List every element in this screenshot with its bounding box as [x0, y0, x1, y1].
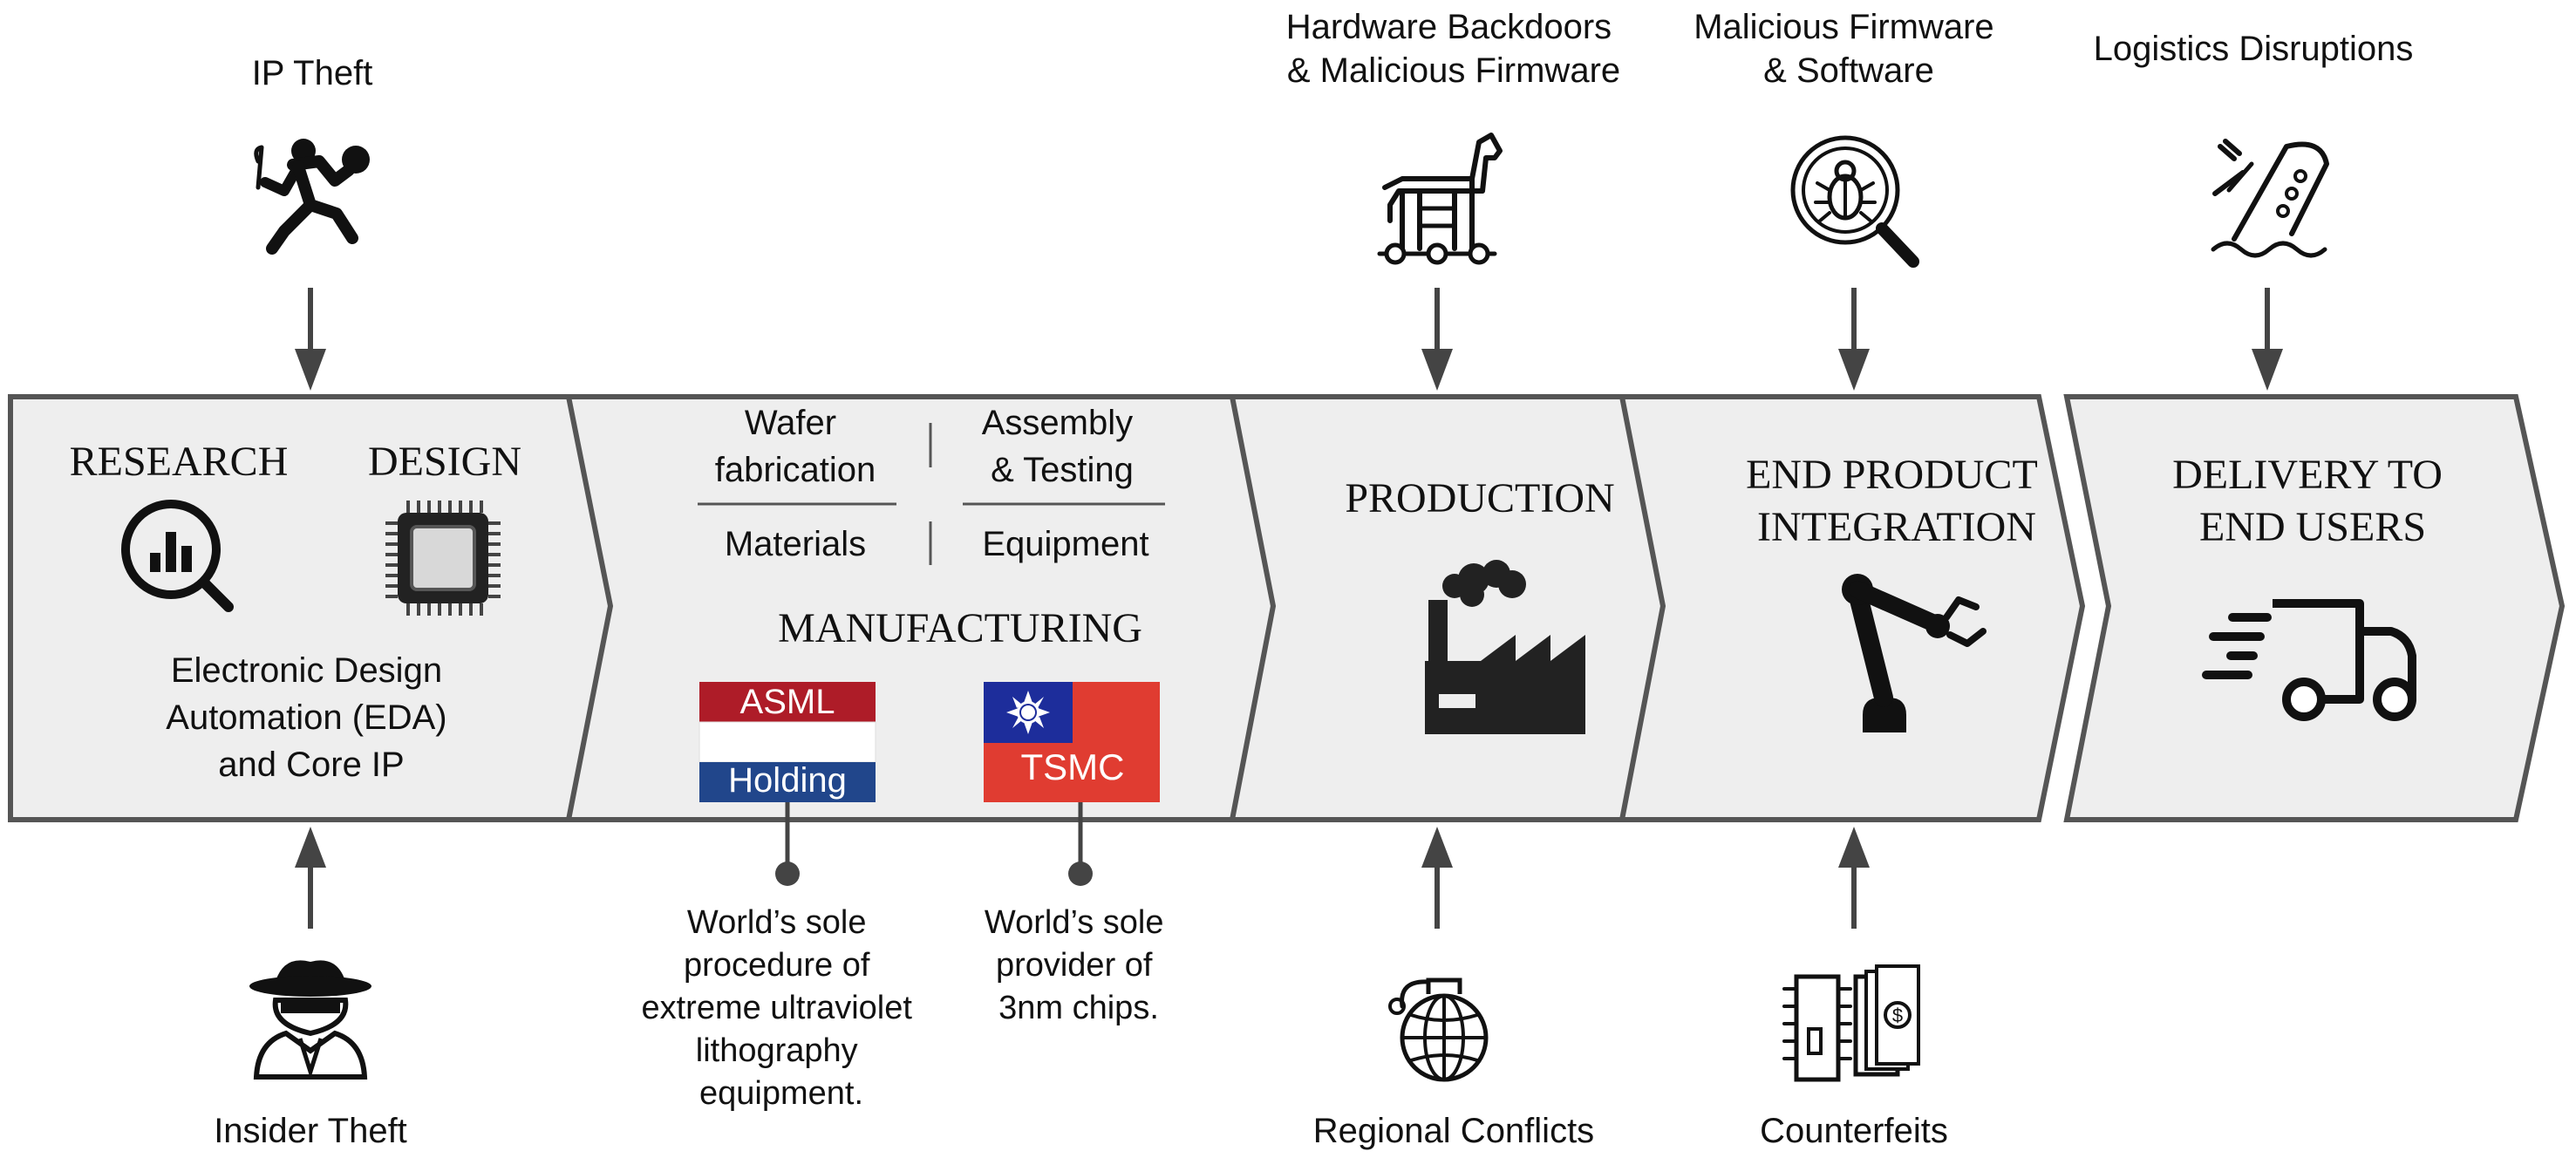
spy-icon: [249, 960, 371, 1080]
robot-arm-icon: [1842, 574, 1987, 732]
regional-conflicts-label: Regional Conflicts: [1313, 1112, 1594, 1150]
sinking-ship-icon: [2211, 139, 2329, 258]
hardware-backdoors-label: Hardware Backdoors & Malicious Firmware: [1286, 8, 1622, 90]
magnifier-chart-icon: [121, 500, 234, 612]
assembly-line-1: Assembly: [982, 404, 1133, 442]
hardware-backdoors-line-1: Hardware Backdoors: [1286, 8, 1612, 46]
assembly-testing-label: Assembly & Testing: [982, 404, 1143, 489]
malicious-firmware-line-1: Malicious Firmware: [1693, 8, 1994, 46]
delivery-truck-icon: [2202, 599, 2416, 721]
arrowhead-counterfeits: [1838, 827, 1870, 868]
malicious-firmware-line-2: & Software: [1763, 51, 1934, 90]
wafer-line-1: Wafer: [745, 404, 836, 442]
eda-line-3: and Core IP: [218, 746, 404, 784]
holding-label: Holding: [728, 761, 847, 800]
materials-label: Materials: [725, 525, 866, 563]
asml-note-line-4: lithography: [696, 1032, 858, 1069]
malicious-firmware-label: Malicious Firmware & Software: [1693, 8, 2004, 90]
eda-description: Electronic Design Automation (EDA) and C…: [166, 651, 456, 784]
insider-theft-label: Insider Theft: [214, 1112, 407, 1150]
bug-magnifier-icon: [1790, 135, 1919, 268]
delivery-title: DELIVERY TO END USERS: [2172, 452, 2453, 550]
logistics-label: Logistics Disruptions: [2094, 30, 2414, 68]
manufacturing-title: MANUFACTURING: [778, 605, 1142, 651]
integration-title: END PRODUCT INTEGRATION: [1746, 452, 2048, 550]
factory-icon: [1425, 560, 1585, 734]
counterfeits-label: Counterfeits: [1760, 1112, 1948, 1150]
equipment-label: Equipment: [982, 525, 1148, 563]
threat-arrows: [295, 288, 2283, 929]
arrowhead-insider: [295, 827, 326, 868]
arrowhead-hardware: [1421, 349, 1453, 391]
integration-line-2: INTEGRATION: [1757, 504, 2036, 550]
production-title: PRODUCTION: [1345, 475, 1614, 521]
chip-icon: [385, 501, 501, 616]
tsmc-note-line-3: 3nm chips.: [998, 990, 1159, 1026]
wafer-fabrication-label: Wafer fabrication: [715, 404, 876, 489]
counterfeit-chip-money-icon: $: [1782, 964, 1920, 1082]
tsmc-label: TSMC: [1021, 746, 1125, 787]
grenade-icon: [1388, 977, 1489, 1082]
eda-line-1: Electronic Design: [171, 651, 442, 690]
trojan-horse-icon: [1377, 133, 1503, 265]
assembly-line-2: & Testing: [991, 451, 1134, 489]
taiwan-flag-icon: [984, 682, 1160, 802]
asml-pin-dot: [775, 862, 800, 886]
eda-line-2: Automation (EDA): [166, 698, 446, 737]
thief-running-icon: [254, 139, 370, 255]
arrowhead-logistics: [2252, 349, 2283, 391]
asml-label: ASML: [740, 683, 835, 721]
netherlands-flag-icon: [699, 682, 876, 802]
tsmc-note-line-2: provider of: [996, 947, 1153, 984]
integration-line-1: END PRODUCT: [1746, 452, 2037, 498]
delivery-line-1: DELIVERY TO: [2172, 452, 2443, 498]
arrowhead-regional: [1421, 827, 1453, 868]
tsmc-note: World’s sole provider of 3nm chips.: [985, 904, 1173, 1026]
asml-note-line-1: World’s sole: [687, 904, 867, 941]
tsmc-note-line-1: World’s sole: [985, 904, 1164, 941]
tsmc-pin-dot: [1068, 862, 1093, 886]
delivery-line-2: END USERS: [2199, 504, 2426, 550]
asml-note-line-3: extreme ultraviolet: [641, 990, 912, 1026]
hardware-backdoors-line-2: & Malicious Firmware: [1287, 51, 1620, 90]
asml-note-line-2: procedure of: [684, 947, 870, 984]
arrowhead-ip-theft: [295, 349, 326, 391]
ip-theft-label: IP Theft: [252, 54, 373, 92]
stage-delivery: [2063, 394, 2566, 822]
research-label: RESEARCH: [70, 439, 289, 485]
dollar-sign-glyph: $: [1892, 1005, 1903, 1026]
asml-note-line-5: equipment.: [699, 1075, 863, 1112]
wafer-line-2: fabrication: [715, 451, 876, 489]
design-label: DESIGN: [368, 439, 521, 485]
arrowhead-firmware: [1838, 349, 1870, 391]
asml-note: World’s sole procedure of extreme ultrav…: [641, 904, 921, 1112]
